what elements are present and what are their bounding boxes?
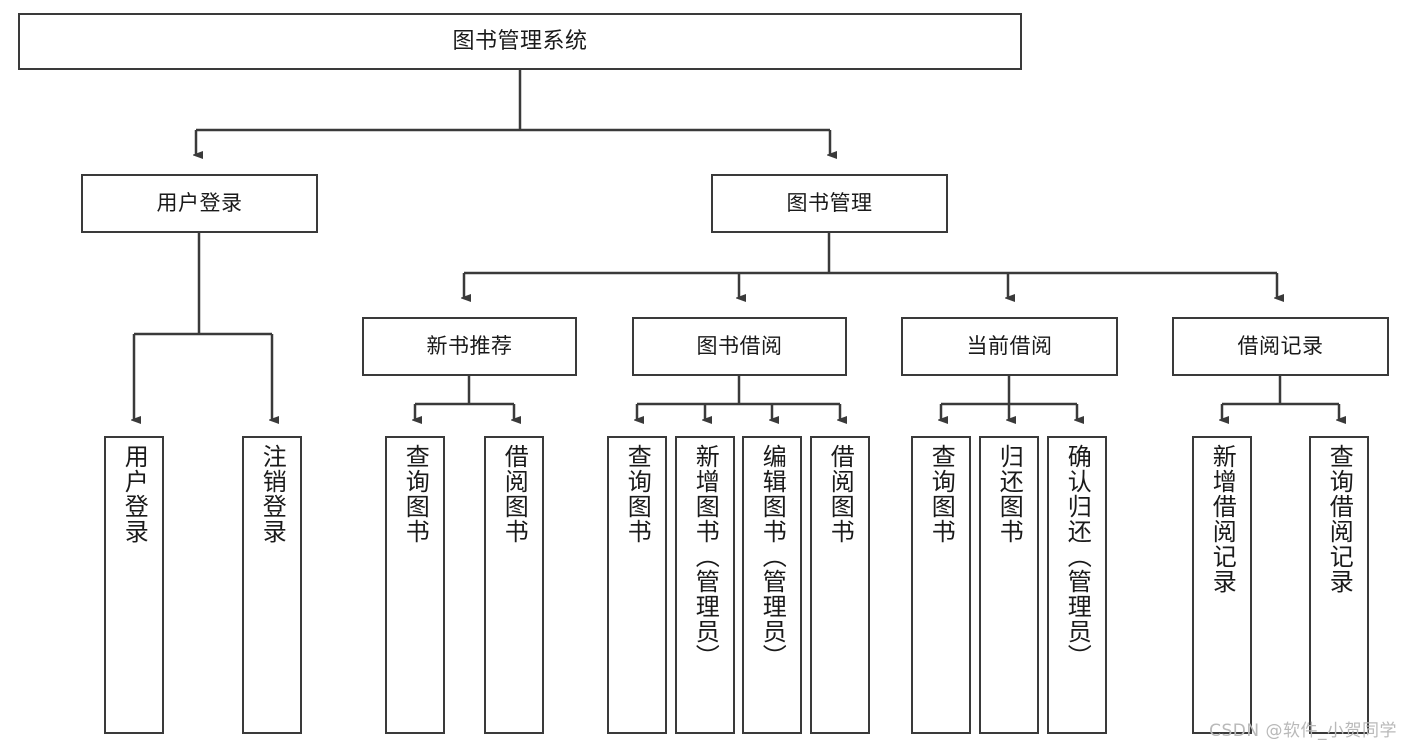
node-book-management[interactable]: 图书管理 [711, 174, 948, 233]
node-leaf-add-borrow-record[interactable]: 新增借阅记录 [1192, 436, 1252, 734]
node-label: 新增图书（管理员） [691, 444, 720, 669]
node-leaf-borrow-book-recommend[interactable]: 借阅图书 [484, 436, 544, 734]
node-leaf-user-login[interactable]: 用户登录 [104, 436, 164, 734]
node-current-borrow[interactable]: 当前借阅 [901, 317, 1118, 376]
node-label: 用户登录 [120, 444, 149, 544]
node-label: 借阅图书 [500, 444, 529, 544]
node-label: 查询借阅记录 [1325, 444, 1354, 594]
node-label: 查询图书 [623, 444, 652, 544]
node-label: 新书推荐 [426, 334, 513, 359]
node-label: 借阅记录 [1237, 334, 1324, 359]
node-label: 当前借阅 [966, 334, 1053, 359]
watermark-text: CSDN @软件_小贺同学 [1209, 721, 1397, 741]
node-label: 图书管理系统 [452, 28, 588, 54]
node-borrow-record[interactable]: 借阅记录 [1172, 317, 1389, 376]
node-leaf-query-book-recommend[interactable]: 查询图书 [385, 436, 445, 734]
node-label: 确认归还（管理员） [1063, 444, 1092, 669]
node-leaf-return-book[interactable]: 归还图书 [979, 436, 1039, 734]
node-leaf-borrow-book[interactable]: 借阅图书 [810, 436, 870, 734]
node-leaf-query-book-borrow[interactable]: 查询图书 [607, 436, 667, 734]
node-leaf-logout-login[interactable]: 注销登录 [242, 436, 302, 734]
node-root-book-management-system[interactable]: 图书管理系统 [18, 13, 1022, 70]
node-leaf-add-book[interactable]: 新增图书（管理员） [675, 436, 735, 734]
node-book-borrow[interactable]: 图书借阅 [632, 317, 847, 376]
node-label: 查询图书 [927, 444, 956, 544]
node-leaf-query-book-current[interactable]: 查询图书 [911, 436, 971, 734]
node-label: 注销登录 [258, 444, 287, 544]
node-new-book-recommend[interactable]: 新书推荐 [362, 317, 577, 376]
node-label: 新增借阅记录 [1208, 444, 1237, 594]
node-label: 借阅图书 [826, 444, 855, 544]
node-label: 编辑图书（管理员） [758, 444, 787, 669]
node-label: 归还图书 [995, 444, 1024, 544]
node-label: 查询图书 [401, 444, 430, 544]
node-label: 图书借阅 [696, 334, 783, 359]
node-label: 图书管理 [786, 191, 873, 216]
node-leaf-query-borrow-record[interactable]: 查询借阅记录 [1309, 436, 1369, 734]
node-leaf-confirm-return[interactable]: 确认归还（管理员） [1047, 436, 1107, 734]
node-leaf-edit-book[interactable]: 编辑图书（管理员） [742, 436, 802, 734]
node-label: 用户登录 [156, 191, 243, 216]
node-user-login[interactable]: 用户登录 [81, 174, 318, 233]
